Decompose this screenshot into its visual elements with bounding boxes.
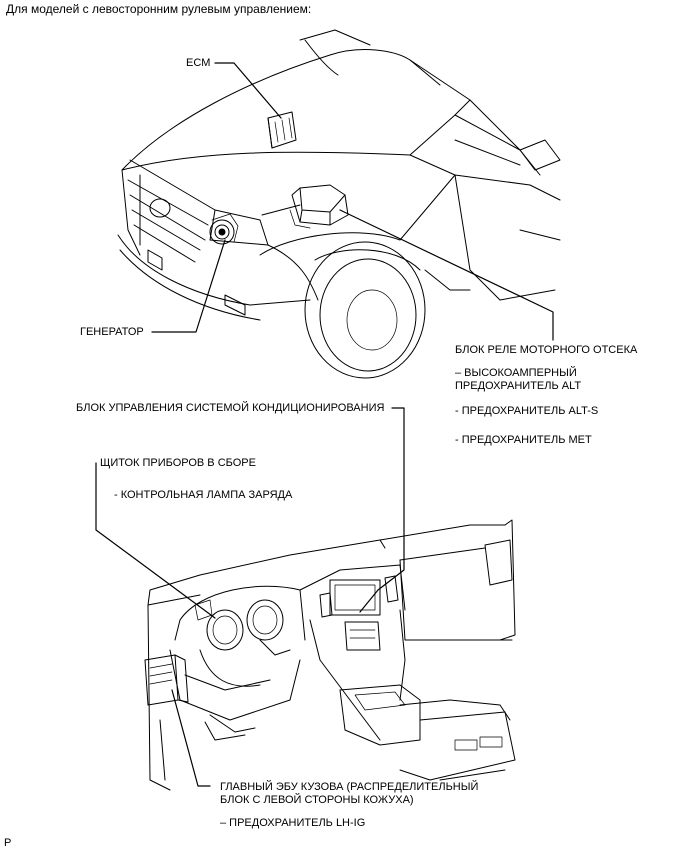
label-relay-block: БЛОК РЕЛЕ МОТОРНОГО ОТСЕКА (455, 344, 638, 356)
label-body-ecu-fuse: – ПРЕДОХРАНИТЕЛЬ LH-IG (220, 817, 366, 829)
vehicle-illustration (117, 29, 561, 379)
label-body-ecu-2: БЛОК С ЛЕВОЙ СТОРОНЫ КОЖУХА) (220, 794, 414, 806)
label-relay-fuse-alt-2: ПРЕДОХРАНИТЕЛЬ ALT (455, 380, 582, 392)
leader-lines (95, 62, 554, 787)
label-generator: ГЕНЕРАТОР (80, 326, 144, 338)
label-cluster-lamp: - КОНТРОЛЬНАЯ ЛАМПА ЗАРЯДА (114, 489, 293, 501)
diagram-header: Для моделей с левосторонним рулевым упра… (6, 2, 312, 16)
dashboard-illustration (144, 519, 516, 791)
label-relay-fuse-met: - ПРЕДОХРАНИТЕЛЬ MET (455, 434, 592, 446)
label-relay-fuse-alt-1: – ВЫСОКОАМПЕРНЫЙ (455, 367, 577, 379)
label-ac-control: БЛОК УПРАВЛЕНИЯ СИСТЕМОЙ КОНДИЦИОНИРОВАН… (76, 402, 385, 414)
footer-mark: P (4, 837, 12, 849)
label-cluster: ЩИТОК ПРИБОРОВ В СБОРЕ (100, 457, 256, 469)
label-ecm: ECM (186, 57, 211, 69)
label-body-ecu-1: ГЛАВНЫЙ ЭБУ КУЗОВА (РАСПРЕДЕЛИТЕЛЬНЫЙ (220, 781, 479, 793)
label-relay-fuse-alt-s: - ПРЕДОХРАНИТЕЛЬ ALT-S (455, 405, 599, 417)
